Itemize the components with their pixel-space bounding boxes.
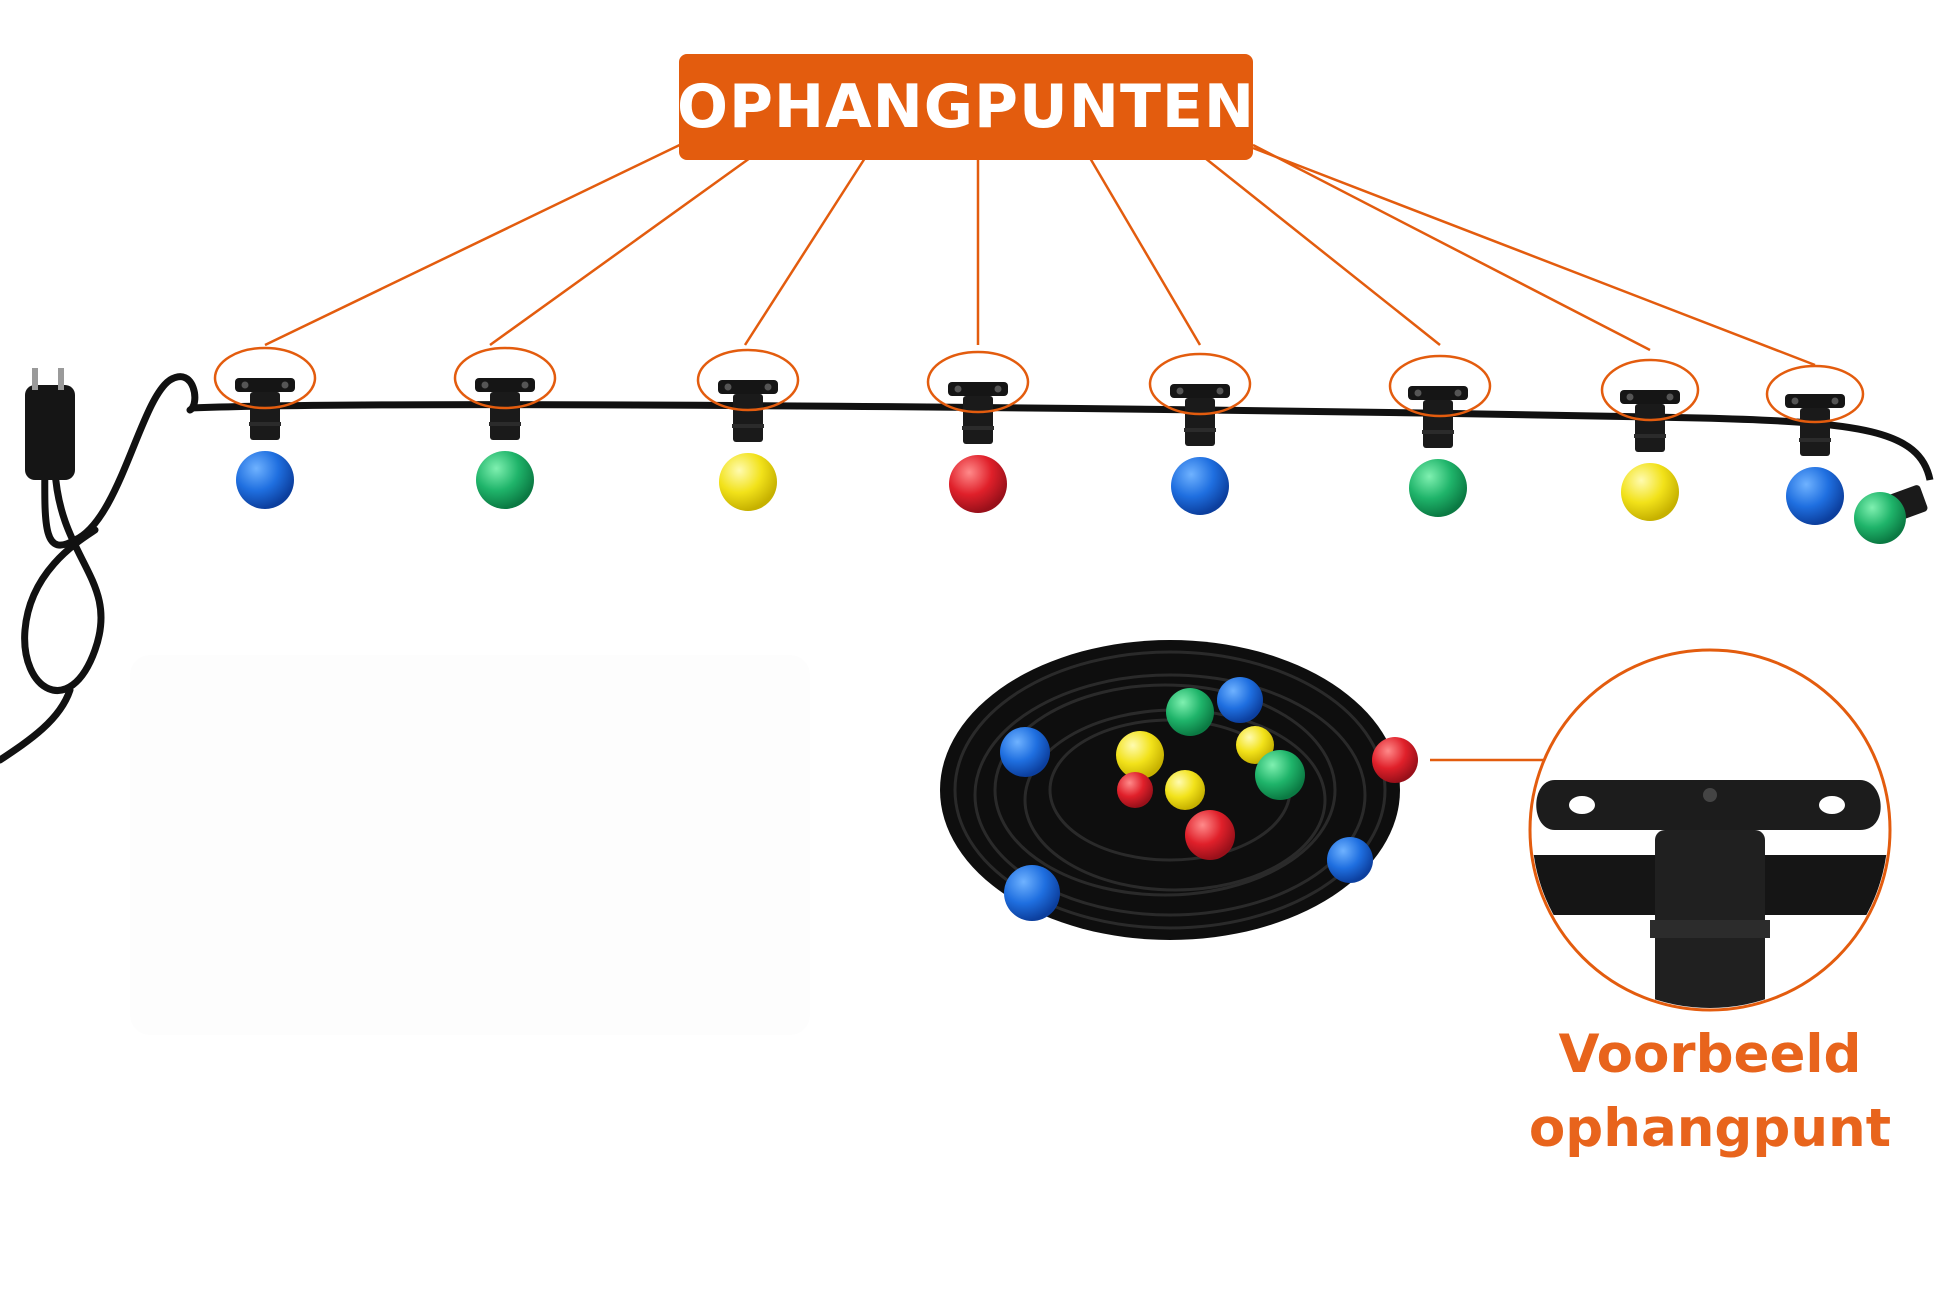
- caption-line-2: ophangpunt: [1528, 1098, 1892, 1159]
- hanging-points-badge: OPHANGPUNTEN: [676, 54, 1256, 160]
- caption-line-1: Voorbeeld: [1558, 1024, 1862, 1085]
- coiled-string: [940, 640, 1418, 940]
- bulb-red: [949, 455, 1007, 513]
- bulb-green: [476, 451, 534, 509]
- plug-body: [25, 385, 75, 480]
- background-panel: [130, 655, 810, 1035]
- bulb-green: [1409, 459, 1467, 517]
- zoom-detail: [1528, 648, 1892, 1012]
- zoom-caption: Voorbeeld ophangpunt: [1500, 1018, 1920, 1166]
- bulb-blue: [236, 451, 294, 509]
- bulb-yellow: [719, 453, 777, 511]
- hanging-point-markers: [213, 346, 1865, 424]
- pointer-lines: [264, 138, 1816, 762]
- badge-title: OPHANGPUNTEN: [676, 72, 1256, 142]
- bulb-yellow: [1621, 463, 1679, 521]
- bulb-green: [1854, 492, 1906, 544]
- bulb-blue: [1171, 457, 1229, 515]
- power-plug: [0, 373, 199, 764]
- bulb-blue: [1786, 467, 1844, 525]
- hanging-points: [235, 378, 1928, 544]
